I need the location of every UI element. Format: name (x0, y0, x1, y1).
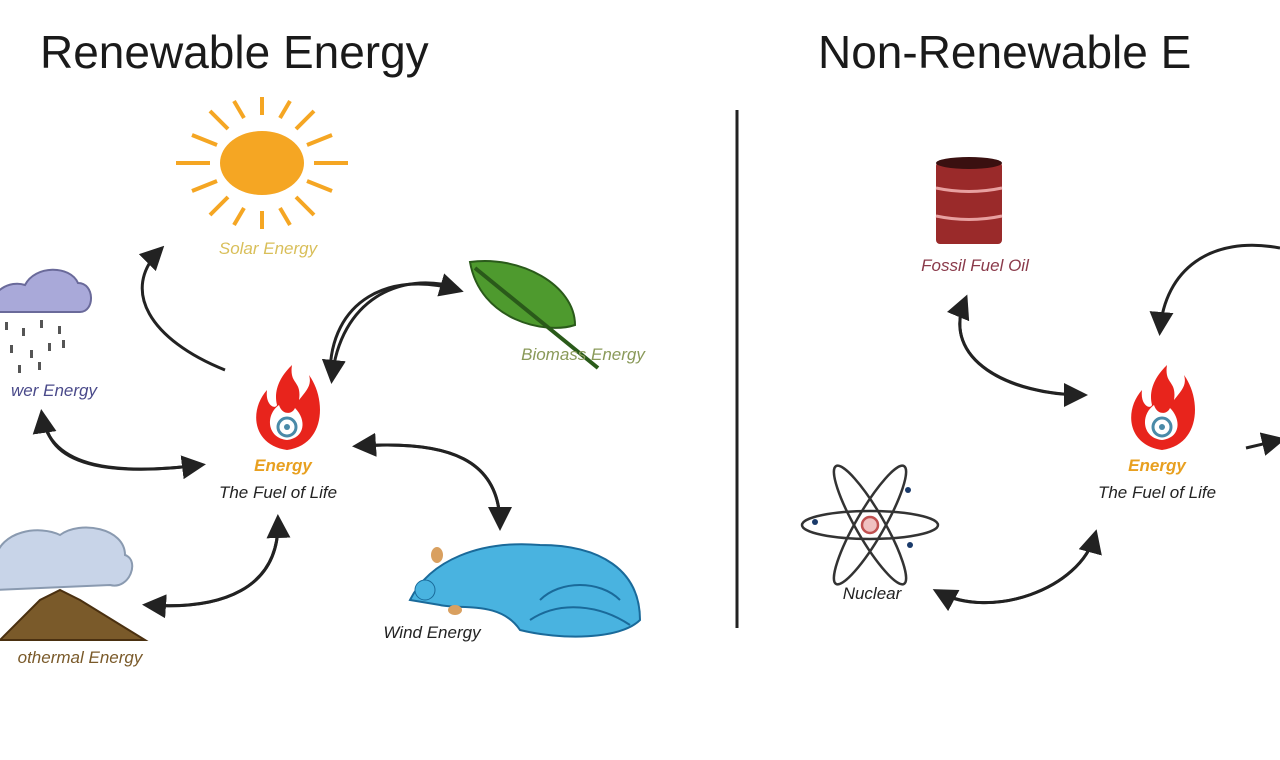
center-energy-label-right: Energy (1128, 456, 1187, 475)
geothermal-energy-label: othermal Energy (18, 648, 144, 667)
volcano-icon (0, 526, 149, 641)
arrow-fossil-return (958, 299, 1088, 407)
oil-barrel-icon (935, 157, 1003, 244)
nuclear-label: Nuclear (843, 584, 903, 603)
rain-cloud-icon (0, 268, 92, 373)
flame-icon (254, 363, 322, 452)
arrow-right-lower (1245, 432, 1280, 456)
leaf-icon (468, 260, 600, 370)
center-sublabel-right: The Fuel of Life (1098, 483, 1216, 502)
arrow-right-offscreen (1149, 243, 1280, 336)
arrow-hydro (43, 419, 206, 480)
arrow-wind-return (352, 432, 502, 526)
arrow-fossil (947, 294, 1086, 397)
biomass-energy-label: Biomass Energy (521, 345, 646, 364)
arrow-nuclear-return (932, 534, 1097, 612)
arrow-wind (359, 443, 512, 531)
arrow-hydro-return (32, 409, 201, 471)
fossil-fuel-label: Fossil Fuel Oil (921, 256, 1030, 275)
arrow-solar (138, 245, 226, 372)
arrow-geothermal (149, 514, 291, 608)
wind-energy-label: Wind Energy (383, 623, 482, 642)
renewable-title: Renewable Energy (40, 26, 429, 78)
arrow-geothermal-return (142, 519, 280, 619)
solar-energy-label: Solar Energy (219, 239, 319, 258)
wave-icon (408, 543, 642, 638)
center-energy-label: Energy (254, 456, 313, 475)
center-sublabel: The Fuel of Life (219, 483, 337, 502)
non-renewable-title: Non-Renewable E (818, 26, 1191, 78)
arrow-biomass-return (321, 281, 459, 384)
hydro-energy-label: wer Energy (11, 381, 98, 400)
sun-icon (176, 97, 348, 229)
flame-icon-right (1129, 363, 1197, 452)
atom-icon (800, 464, 940, 586)
arrow-biomass (328, 273, 464, 376)
